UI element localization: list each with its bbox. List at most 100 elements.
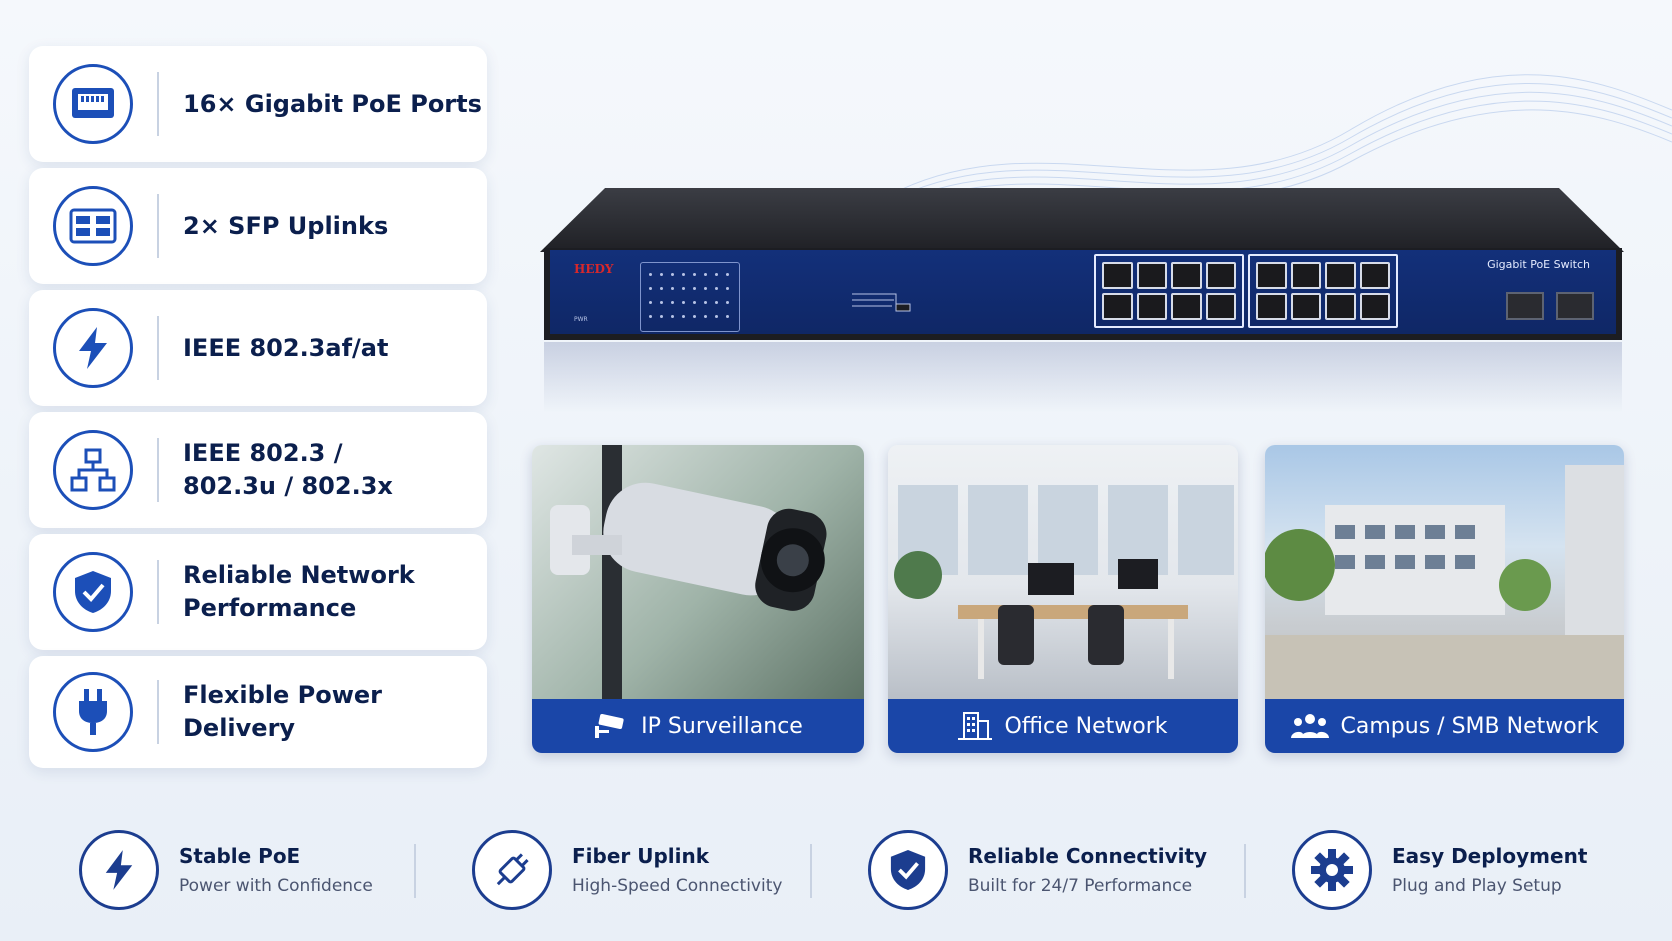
led-dot — [715, 287, 718, 290]
switch-reflection — [544, 342, 1622, 412]
rj45-port[interactable] — [1359, 293, 1390, 320]
benefit-fiber-uplink: Fiber Uplink High-Speed Connectivity — [472, 828, 782, 912]
rj45-port[interactable] — [1102, 293, 1133, 320]
card-divider — [157, 72, 159, 136]
app-label: Office Network — [1004, 713, 1168, 739]
feature-label: Reliable Network Performance — [183, 561, 415, 622]
led-dot — [671, 301, 674, 304]
benefit-subtitle: Built for 24/7 Performance — [968, 876, 1193, 896]
rj45-port[interactable] — [1359, 262, 1390, 289]
app-label: Campus / SMB Network — [1340, 713, 1599, 739]
card-divider — [157, 316, 159, 380]
led-dot — [649, 301, 652, 304]
led-dot — [671, 273, 674, 276]
led-dot — [682, 273, 685, 276]
benefit-easy-deployment: Easy Deployment Plug and Play Setup — [1292, 828, 1587, 912]
card-divider — [157, 438, 159, 502]
mode-switch — [850, 290, 916, 316]
rj45-port[interactable] — [1171, 293, 1202, 320]
benefit-divider — [810, 844, 812, 898]
led-dot — [704, 301, 707, 304]
card-divider — [157, 680, 159, 744]
led-dot — [649, 287, 652, 290]
led-dot — [704, 273, 707, 276]
poe-switch-product: HEDY PWR Gigabit PoE Switch — [540, 188, 1624, 418]
card-divider — [157, 560, 159, 624]
power-plug-icon — [53, 672, 133, 752]
feature-label: 2× SFP Uplinks — [183, 211, 389, 240]
led-dot — [693, 315, 696, 318]
rj45-port[interactable] — [1325, 293, 1356, 320]
rj45-port[interactable] — [1325, 262, 1356, 289]
rj45-port[interactable] — [1256, 262, 1287, 289]
office-scene — [888, 445, 1238, 699]
led-dot — [660, 287, 663, 290]
shield-check-icon — [868, 830, 948, 910]
benefit-subtitle: Plug and Play Setup — [1392, 876, 1562, 896]
led-dot — [715, 315, 718, 318]
rj45-port[interactable] — [1290, 262, 1321, 289]
application-scenarios: IP Surveillance Office Network — [532, 445, 1624, 753]
office-building-icon — [958, 712, 993, 740]
app-bar: Campus / SMB Network — [1265, 699, 1624, 753]
feature-card-reliable-performance: Reliable Network Performance — [29, 534, 487, 650]
led-indicator-panel — [640, 262, 740, 332]
led-dot — [726, 301, 729, 304]
feature-label: Flexible Power Delivery — [183, 681, 383, 742]
rj45-port-group-1 — [1094, 254, 1244, 328]
benefit-title: Easy Deployment — [1392, 844, 1588, 868]
led-dot — [726, 287, 729, 290]
sfp-port[interactable] — [1506, 292, 1544, 320]
led-dot — [715, 301, 718, 304]
rj45-port[interactable] — [1136, 293, 1167, 320]
led-dot — [649, 315, 652, 318]
benefit-title: Stable PoE — [179, 844, 301, 868]
benefit-subtitle: High-Speed Connectivity — [572, 876, 783, 896]
ethernet-port-icon — [53, 64, 133, 144]
led-dot — [693, 273, 696, 276]
rj45-port[interactable] — [1256, 293, 1287, 320]
switch-top-panel — [540, 188, 1624, 252]
rj45-port[interactable] — [1290, 293, 1321, 320]
rj45-port[interactable] — [1171, 262, 1202, 289]
led-dot — [693, 301, 696, 304]
rj45-port[interactable] — [1205, 262, 1236, 289]
feature-label: IEEE 802.3 / 802.3u / 802.3x — [183, 439, 393, 500]
lightning-bolt-icon — [53, 308, 133, 388]
led-dot — [704, 315, 707, 318]
led-dot — [682, 301, 685, 304]
sfp-port[interactable] — [1556, 292, 1594, 320]
rj45-port[interactable] — [1136, 262, 1167, 289]
app-bar: Office Network — [888, 699, 1238, 753]
feature-label: IEEE 802.3af/at — [183, 333, 389, 362]
rj45-port[interactable] — [1102, 262, 1133, 289]
app-tile-office-network: Office Network — [888, 445, 1238, 753]
led-dot — [682, 287, 685, 290]
benefit-stable-poe: Stable PoE Power with Confidence — [79, 828, 373, 912]
feature-card-ieee-poe: IEEE 802.3af/at — [29, 290, 487, 406]
led-dot — [660, 273, 663, 276]
led-dot — [682, 315, 685, 318]
benefit-divider — [1244, 844, 1246, 898]
switch-front-panel: HEDY PWR Gigabit PoE Switch — [544, 248, 1622, 340]
gear-icon — [1292, 830, 1372, 910]
benefit-title: Reliable Connectivity — [968, 844, 1208, 868]
led-dot — [726, 273, 729, 276]
shield-check-icon — [53, 552, 133, 632]
rj45-port[interactable] — [1205, 293, 1236, 320]
led-dot — [649, 273, 652, 276]
benefit-reliable-connectivity: Reliable Connectivity Built for 24/7 Per… — [868, 828, 1207, 912]
led-dot — [693, 287, 696, 290]
app-tile-campus-network: Campus / SMB Network — [1265, 445, 1624, 753]
app-tile-ip-surveillance: IP Surveillance — [532, 445, 864, 753]
benefit-subtitle: Power with Confidence — [179, 876, 373, 896]
rj45-port-group-2 — [1248, 254, 1398, 328]
benefit-title: Fiber Uplink — [572, 844, 710, 868]
fiber-connector-icon — [472, 830, 552, 910]
app-label: IP Surveillance — [641, 713, 803, 739]
feature-label: 16× Gigabit PoE Ports — [183, 89, 482, 118]
led-dot — [671, 287, 674, 290]
people-group-icon — [1290, 714, 1329, 738]
surveillance-scene — [532, 445, 864, 699]
app-bar: IP Surveillance — [532, 699, 864, 753]
